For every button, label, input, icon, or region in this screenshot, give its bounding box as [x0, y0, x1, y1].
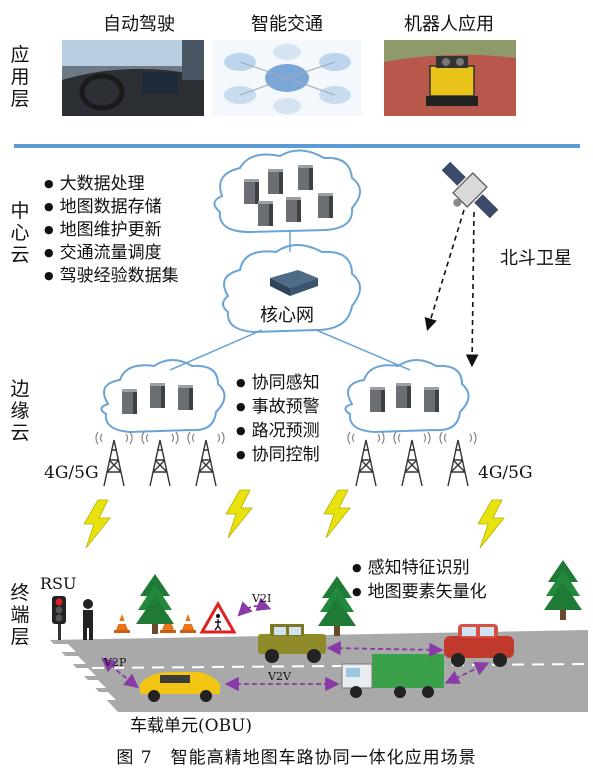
v2v-link-upper	[326, 640, 444, 658]
satellite-link-edge	[465, 211, 479, 368]
layer-label-char: 层	[10, 626, 30, 648]
layer-label-char: 层	[10, 88, 30, 110]
v2v-link-right	[444, 662, 490, 684]
edge-function: 路况预测	[236, 420, 320, 444]
autonomous-driving-image	[62, 40, 204, 116]
edge-cloud-right	[344, 359, 470, 434]
traffic-cone-icon	[180, 614, 196, 633]
layer-label-char: 终	[10, 582, 30, 604]
edge-cloud-left	[100, 359, 226, 434]
satellite-link-core	[424, 209, 465, 332]
wireless-bolt-icon	[323, 489, 351, 539]
app-title-robot-application: 机器人应用	[404, 14, 494, 35]
robot-application-image	[384, 40, 516, 116]
v2v-label: V2V	[268, 670, 291, 683]
layer-label-char: 云	[10, 244, 30, 266]
center-cloud-function: 交通流量调度	[44, 242, 162, 266]
layer-label-char: 应	[10, 44, 30, 66]
edge-function: 协同控制	[236, 444, 320, 468]
satellite-icon	[441, 161, 499, 219]
edge-function: 协同感知	[236, 372, 320, 396]
red-car-vehicle	[444, 624, 514, 667]
traffic-cone-icon	[114, 614, 130, 633]
layer-label-terminal: 终端层	[8, 582, 32, 648]
app-title-smart-traffic: 智能交通	[251, 14, 323, 35]
rsu-label: RSU	[40, 574, 77, 593]
layer-label-char: 心	[10, 222, 30, 244]
link-core-edge-right	[315, 329, 411, 371]
network-label-right: 4G/5G	[478, 463, 533, 483]
app-title-autonomous-driving: 自动驾驶	[103, 14, 175, 35]
satellite-label: 北斗卫星	[500, 248, 572, 269]
traffic-light-icon	[52, 596, 66, 640]
layer-label-char: 缘	[10, 400, 30, 422]
truck-vehicle	[341, 654, 444, 698]
tower-icon	[141, 431, 179, 487]
jeep-vehicle	[258, 624, 326, 663]
wireless-bolt-icon	[477, 499, 505, 549]
v2i-label: V2I	[252, 592, 272, 605]
core-network-cloud	[222, 244, 361, 334]
figure-caption: 图 7 智能高精地图车路协同一体化应用场景	[116, 748, 477, 768]
terminal-function: 感知特征识别	[352, 557, 470, 581]
layer-label-edge-cloud: 边缘云	[8, 378, 32, 444]
tower-icon	[393, 431, 431, 487]
tower-icon	[347, 431, 385, 487]
crosswalk	[52, 644, 116, 700]
tree-icon	[318, 576, 356, 636]
pedestrian-icon	[83, 599, 93, 640]
smart-traffic-image	[212, 40, 362, 116]
layer-label-char: 云	[10, 422, 30, 444]
wireless-bolt-icon	[83, 499, 111, 549]
v2i-link	[237, 597, 272, 617]
tower-icon	[95, 431, 133, 487]
layer-label-center-cloud: 中心云	[8, 200, 32, 266]
center-cloud-function: 地图维护更新	[44, 219, 162, 243]
layer-label-char: 中	[10, 200, 30, 222]
terminal-function: 地图要素矢量化	[352, 581, 487, 605]
v2p-label: V2P	[104, 656, 127, 669]
layer-label-char: 端	[10, 604, 30, 626]
layer-label-application: 应用层	[8, 44, 32, 110]
tower-icon	[187, 431, 225, 487]
yellow-car-vehicle	[140, 672, 220, 702]
layer-label-char: 边	[10, 378, 30, 400]
network-label-left: 4G/5G	[44, 463, 99, 483]
center-cloud-function: 地图数据存储	[44, 196, 162, 220]
tree-icon	[544, 560, 582, 620]
pedestrian-warning-sign-icon	[199, 600, 237, 634]
core-network-label: 核心网	[260, 305, 314, 326]
center-cloud-function: 大数据处理	[44, 173, 145, 197]
router-icon	[270, 270, 318, 296]
tower-icon	[439, 431, 477, 487]
obu-label: 车载单元(OBU)	[130, 716, 253, 736]
center-cloud	[213, 149, 361, 234]
link-core-edge-left	[169, 329, 263, 371]
center-cloud-function: 驾驶经验数据集	[44, 265, 179, 289]
edge-function: 事故预警	[236, 396, 320, 420]
layer-label-char: 用	[10, 66, 30, 88]
v2p-link	[101, 657, 139, 689]
wireless-bolt-icon	[225, 489, 253, 539]
